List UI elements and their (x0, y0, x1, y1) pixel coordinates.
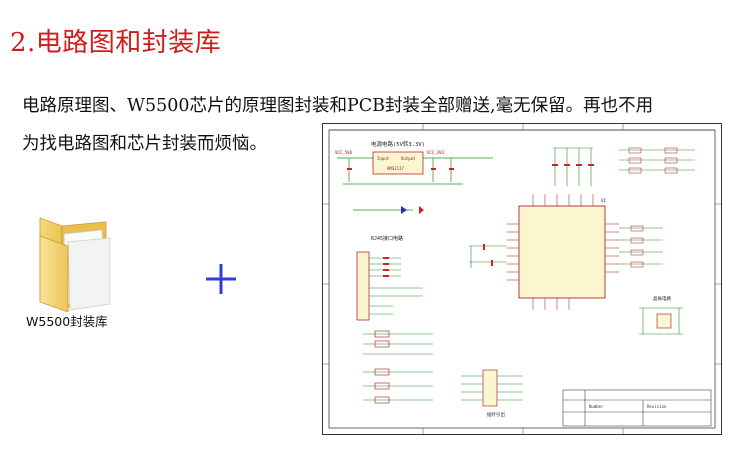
mcu-label: U1 (601, 198, 606, 203)
power-title: 电源电路(5V转3.3V) (371, 140, 425, 148)
ldo-input-label: Input (377, 156, 390, 161)
crystal-title: 晶振电路 (653, 295, 671, 302)
folder-icon[interactable] (32, 212, 124, 313)
plus-icon (204, 262, 238, 296)
ldo-part-label: AMS1117 (387, 166, 404, 171)
intro-text-line-1: 电路原理图、W5500芯片的原理图封装和PCB封装全部赠送,毫无保留。再也不用 (22, 96, 654, 116)
title-block-number: Number (589, 404, 604, 409)
intro-text-line-2: 为找电路图和芯片封装而烦恼。 (22, 134, 267, 154)
ldo-output-label: Output (401, 156, 416, 161)
schematic-drawing: 电源电路(5V转3.3V) Input Output AMS1117 VCC_5… (323, 124, 721, 434)
net-vcc-label: VCC_3V3 (427, 150, 444, 155)
title-block-revision: Revision (647, 404, 667, 409)
debug-title: 插针引出 (487, 411, 505, 418)
rj45-title: RJ45接口电路 (371, 235, 403, 242)
folder-label: W5500封装库 (26, 314, 108, 329)
folder-graphic (39, 217, 111, 313)
schematic-image: 电源电路(5V转3.3V) Input Output AMS1117 VCC_5… (322, 123, 722, 435)
net-vcc5-label: VCC_5V0 (335, 150, 352, 155)
page-title: 2.电路图和封装库 (10, 28, 222, 58)
